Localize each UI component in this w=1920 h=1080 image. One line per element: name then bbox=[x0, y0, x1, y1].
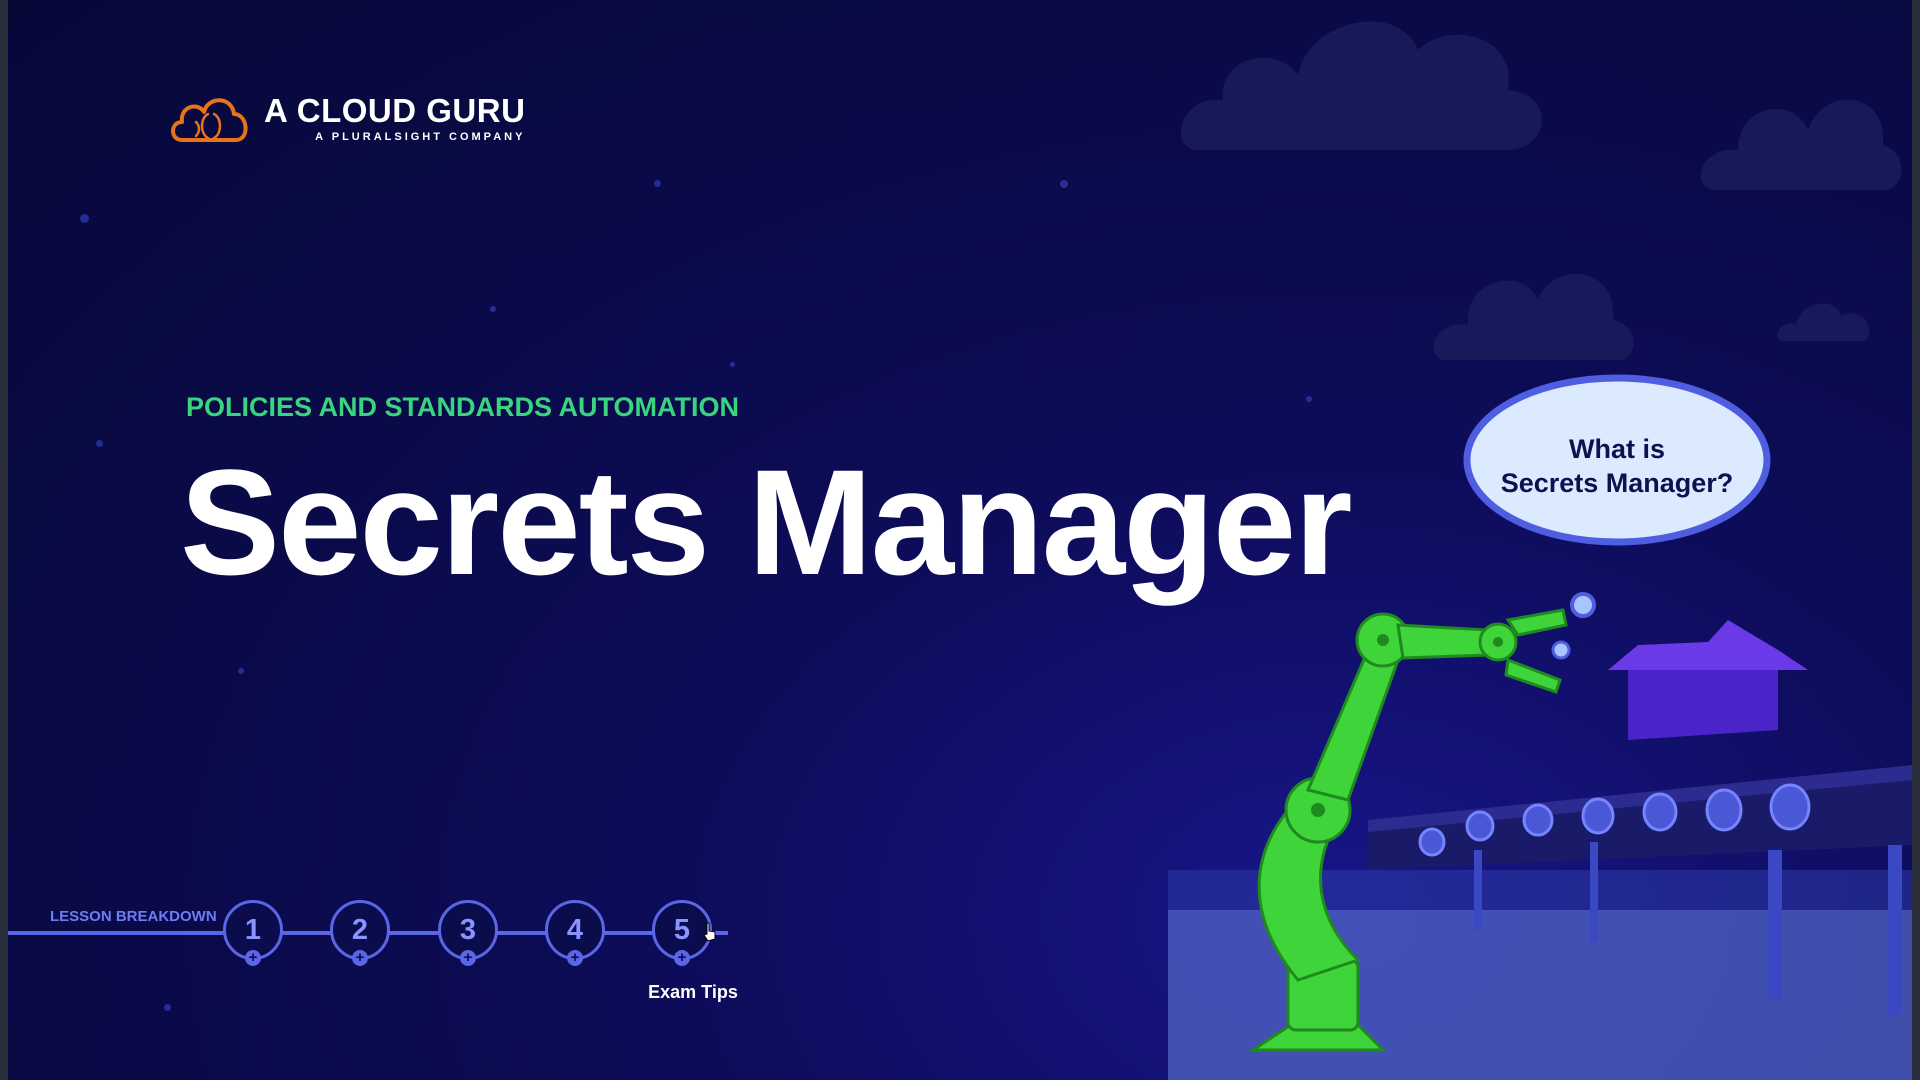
bubble-line-1: What is bbox=[1568, 434, 1665, 464]
star bbox=[96, 440, 103, 447]
brand-logo[interactable]: A CLOUD GURU A PLURALSIGHT COMPANY bbox=[170, 92, 525, 144]
lesson-category: POLICIES AND STANDARDS AUTOMATION bbox=[186, 392, 739, 422]
lesson-step-number: 1 bbox=[244, 913, 262, 946]
cloud-icon bbox=[1180, 21, 1542, 151]
plus-icon: + bbox=[460, 950, 476, 966]
brand-tagline: A PLURALSIGHT COMPANY bbox=[315, 130, 526, 143]
lesson-breakdown-label: LESSON BREAKDOWN bbox=[50, 908, 217, 925]
lesson-step-number: 5 bbox=[673, 913, 691, 946]
speech-bubble-text: What is Secrets Manager? bbox=[1462, 432, 1772, 500]
lesson-step-number: 3 bbox=[459, 913, 477, 946]
star bbox=[1060, 180, 1068, 188]
brand-name: A CLOUD GURU bbox=[264, 91, 526, 129]
star bbox=[490, 306, 496, 312]
cloud-brain-icon bbox=[171, 98, 248, 142]
lesson-step-2[interactable]: 2 + bbox=[330, 900, 390, 966]
lesson-step-5-label: Exam Tips bbox=[648, 982, 738, 1002]
lesson-step-number: 2 bbox=[351, 913, 369, 946]
star bbox=[1306, 396, 1312, 402]
lesson-step-5[interactable]: 5 + bbox=[652, 900, 712, 966]
plus-icon: + bbox=[352, 950, 368, 966]
lesson-step-4[interactable]: 4 + bbox=[545, 900, 605, 966]
plus-icon: + bbox=[245, 950, 261, 966]
lesson-step-1[interactable]: 1 + bbox=[223, 900, 283, 966]
star bbox=[238, 668, 244, 674]
plus-icon: + bbox=[567, 950, 583, 966]
cloud-icon bbox=[1700, 99, 1902, 191]
slide: A CLOUD GURU A PLURALSIGHT COMPANY POLIC… bbox=[8, 0, 1912, 1080]
robot-arm-illustration bbox=[1168, 608, 1912, 1080]
bubble-line-2: Secrets Manager? bbox=[1500, 468, 1734, 498]
star bbox=[164, 1004, 171, 1011]
plus-icon: + bbox=[674, 950, 690, 966]
star bbox=[730, 362, 735, 367]
cloud-icon bbox=[1433, 273, 1634, 361]
hand-pointer-icon bbox=[703, 922, 716, 942]
thought-dot bbox=[1570, 592, 1596, 618]
star bbox=[80, 214, 89, 223]
window-right-edge bbox=[1912, 0, 1920, 1080]
cloud-icon bbox=[1776, 303, 1870, 341]
window-left-edge bbox=[0, 0, 8, 1080]
page-title: Secrets Manager bbox=[180, 438, 1353, 606]
lesson-step-3[interactable]: 3 + bbox=[438, 900, 498, 966]
star bbox=[654, 180, 661, 187]
speech-bubble bbox=[1463, 374, 1771, 546]
lesson-step-number: 4 bbox=[566, 913, 584, 946]
